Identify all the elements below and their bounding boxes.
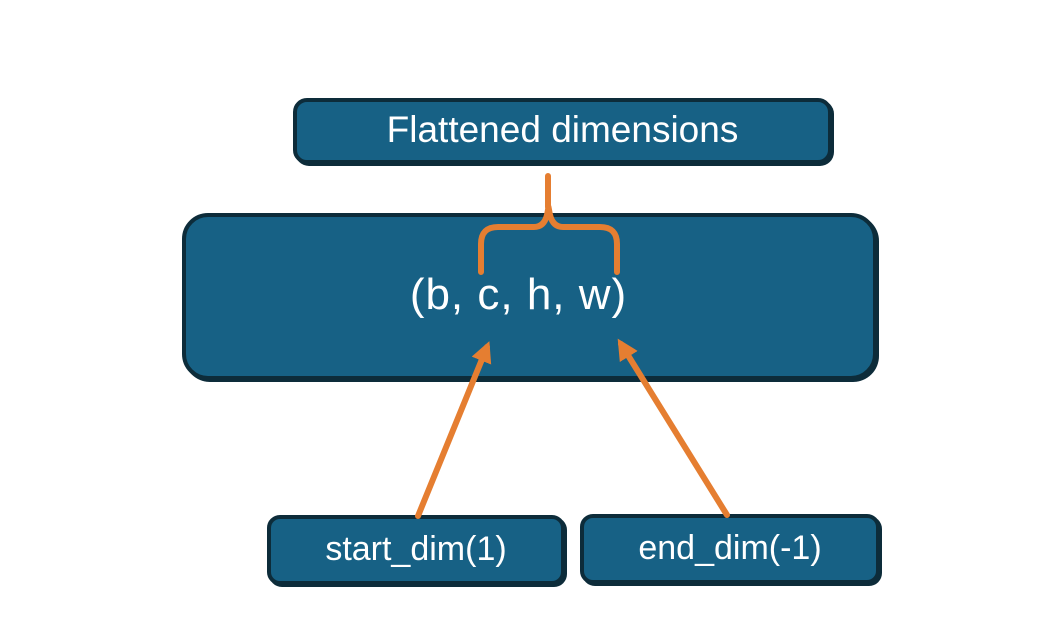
flattened-dimensions-box: Flattened dimensions xyxy=(293,98,832,164)
end-dim-label: end_dim(-1) xyxy=(638,528,822,567)
start-dim-box: start_dim(1) xyxy=(267,515,565,585)
tensor-shape-label: (b, c, h, w) xyxy=(409,270,628,319)
tensor-shape-box: (b, c, h, w) xyxy=(182,213,877,380)
flattened-dimensions-label: Flattened dimensions xyxy=(386,109,739,150)
start-dim-label: start_dim(1) xyxy=(325,529,507,568)
end-dim-box: end_dim(-1) xyxy=(580,514,880,584)
